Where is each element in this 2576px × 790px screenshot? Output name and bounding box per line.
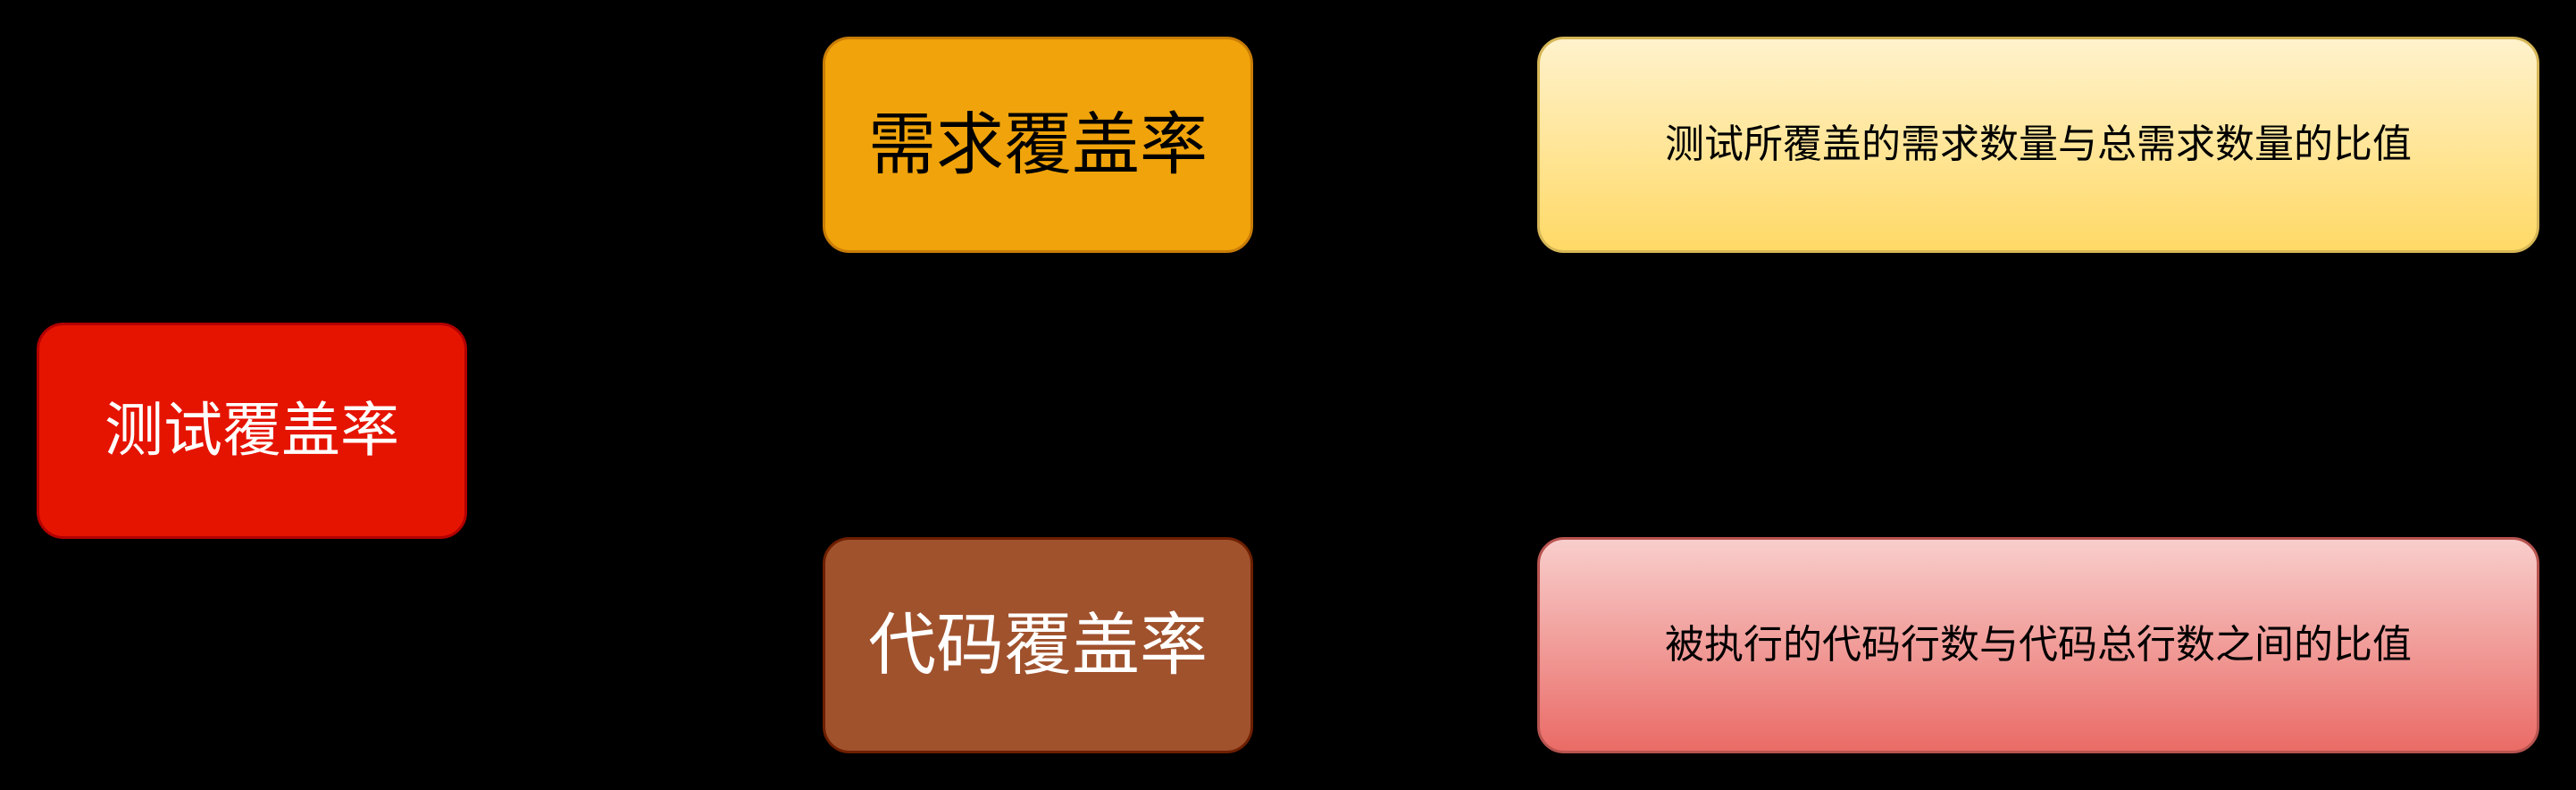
requirement-coverage-description-text: 测试所覆盖的需求数量与总需求数量的比值 xyxy=(1665,122,2412,167)
requirement-coverage-label: 需求覆盖率 xyxy=(868,105,1208,184)
code-coverage-label: 代码覆盖率 xyxy=(868,605,1208,685)
branch-node-requirement-coverage: 需求覆盖率 xyxy=(823,37,1253,253)
root-node-test-coverage: 测试覆盖率 xyxy=(37,323,467,539)
root-node-label: 测试覆盖率 xyxy=(105,396,399,465)
code-coverage-description-text: 被执行的代码行数与代码总行数之间的比值 xyxy=(1665,622,2412,668)
edge-root-to-requirement xyxy=(467,143,823,433)
edge-root-to-code xyxy=(467,429,823,647)
code-coverage-description: 被执行的代码行数与代码总行数之间的比值 xyxy=(1537,537,2539,753)
branch-node-code-coverage: 代码覆盖率 xyxy=(823,537,1253,753)
requirement-coverage-description: 测试所覆盖的需求数量与总需求数量的比值 xyxy=(1537,37,2539,253)
